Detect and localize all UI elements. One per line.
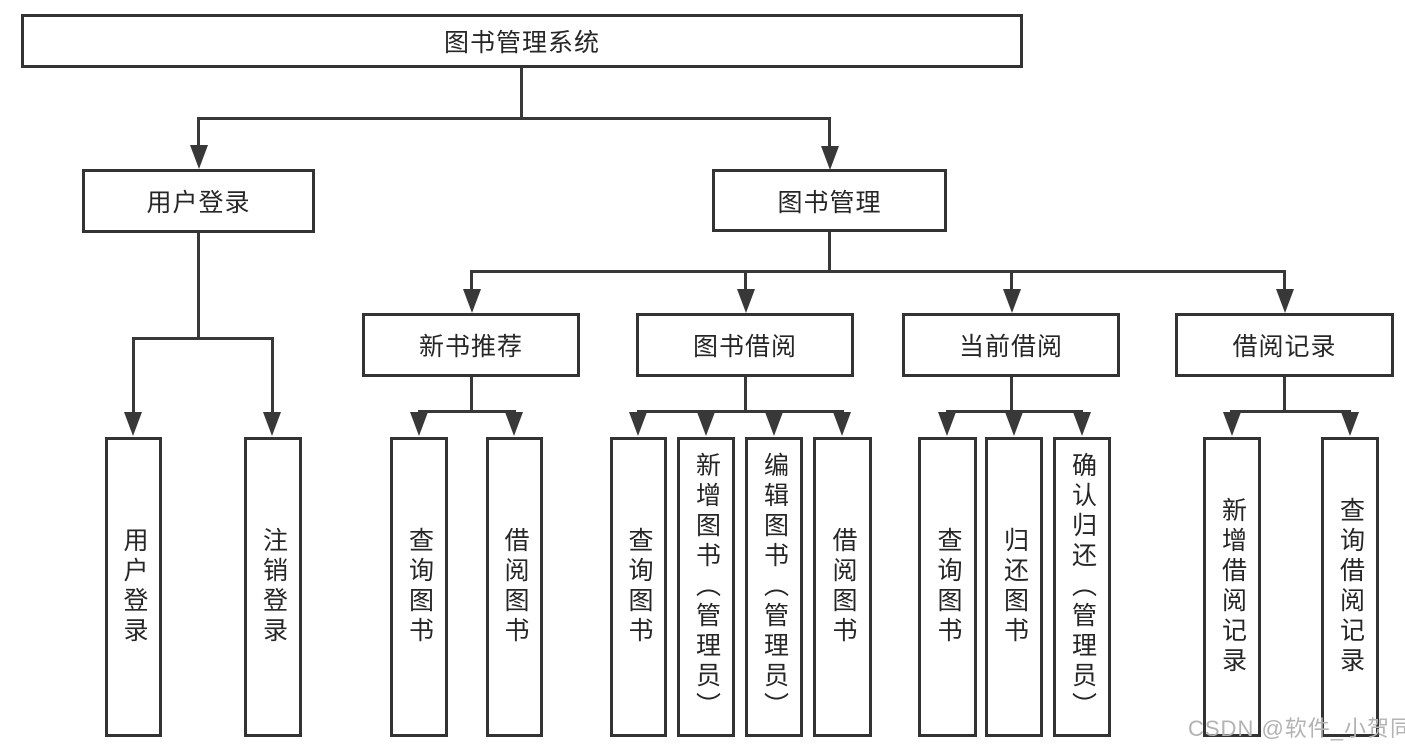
connector-bb-drop — [744, 377, 747, 413]
leaf-cb-query-books-label: 查询图书 — [934, 527, 962, 647]
node-book-borrow-label: 图书借阅 — [692, 333, 797, 361]
leaf-logout-label: 注销登录 — [259, 527, 288, 647]
arrowhead-bb-edit — [765, 412, 783, 436]
leaf-cb-return-books: 归还图书 — [985, 437, 1043, 737]
node-current-borrow-label: 当前借阅 — [958, 333, 1063, 361]
arrowhead-leaf-logout — [263, 412, 281, 436]
arrowhead-nbr-query — [410, 412, 428, 436]
leaf-nbr-query-books-label: 查询图书 — [405, 527, 434, 647]
connector-l3-shaft-4 — [1283, 270, 1286, 291]
arrowhead-bb-query — [629, 412, 647, 436]
leaf-bb-borrow-books: 借阅图书 — [813, 437, 872, 737]
node-book-borrow: 图书借阅 — [636, 313, 854, 377]
leaf-bb-query-books-label: 查询图书 — [625, 527, 653, 647]
leaf-logout: 注销登录 — [244, 437, 302, 737]
arrowhead-new-book-recommend — [463, 289, 481, 313]
arrowhead-br-add — [1223, 412, 1241, 436]
arrowhead-cb-confirm — [1073, 412, 1091, 436]
node-root-label: 图书管理系统 — [443, 29, 600, 57]
arrowhead-bb-add — [697, 412, 715, 436]
leaf-nbr-borrow-books: 借阅图书 — [486, 437, 543, 737]
leaf-nbr-borrow-books-label: 借阅图书 — [501, 527, 529, 647]
arrowhead-current-borrow — [1003, 289, 1021, 313]
leaf-user-login-label: 用户登录 — [120, 527, 148, 647]
connector-bb-branch — [637, 410, 844, 413]
connector-root-right-shaft — [828, 117, 831, 147]
node-user-login: 用户登录 — [82, 169, 315, 233]
connector-l3-shaft-1 — [470, 270, 473, 291]
connector-root-left-shaft — [197, 117, 200, 146]
leaf-cb-confirm-return-admin-label: 确认归还（管理员） — [1068, 452, 1097, 722]
node-current-borrow: 当前借阅 — [902, 313, 1120, 377]
leaf-bb-query-books: 查询图书 — [610, 437, 667, 737]
arrowhead-borrow-records — [1276, 289, 1294, 313]
node-root: 图书管理系统 — [21, 14, 1023, 68]
arrowhead-book-management — [821, 146, 839, 170]
connector-user-login-branch — [132, 337, 274, 340]
connector-user-login-shaft-2 — [271, 337, 274, 413]
node-user-login-label: 用户登录 — [146, 189, 251, 217]
node-book-management: 图书管理 — [712, 169, 947, 232]
connector-br-branch — [1230, 410, 1351, 413]
connector-nbr-branch — [418, 410, 516, 413]
connector-br-drop — [1283, 377, 1286, 413]
leaf-cb-query-books: 查询图书 — [918, 437, 977, 737]
arrowhead-br-query — [1341, 412, 1359, 436]
connector-book-mgmt-branch — [470, 270, 1286, 273]
leaf-br-query-record-label: 查询借阅记录 — [1336, 497, 1365, 677]
node-borrow-records-label: 借阅记录 — [1232, 333, 1337, 361]
connector-l3-shaft-3 — [1010, 270, 1013, 291]
connector-root-branch — [197, 117, 831, 120]
csdn-watermark: CSDN @软件_小贺同学 — [1188, 716, 1405, 741]
connector-user-login-drop — [197, 233, 200, 337]
connector-l3-shaft-2 — [744, 270, 747, 291]
arrowhead-cb-return — [1005, 412, 1023, 436]
arrowhead-nbr-borrow — [505, 412, 523, 436]
leaf-bb-borrow-books-label: 借阅图书 — [829, 527, 857, 647]
connector-root-drop — [520, 68, 523, 119]
leaf-bb-edit-books-admin-label: 编辑图书（管理员） — [760, 452, 789, 722]
leaf-bb-add-books-admin-label: 新增图书（管理员） — [692, 452, 721, 722]
node-borrow-records: 借阅记录 — [1175, 313, 1394, 377]
node-new-book-recommend: 新书推荐 — [362, 313, 580, 377]
connector-book-mgmt-drop — [828, 232, 831, 273]
leaf-br-add-record-label: 新增借阅记录 — [1218, 497, 1247, 677]
arrowhead-bb-borrow — [833, 412, 851, 436]
connector-cb-drop — [1010, 377, 1013, 413]
leaf-cb-confirm-return-admin: 确认归还（管理员） — [1053, 437, 1111, 737]
connector-nbr-drop — [470, 377, 473, 413]
node-book-management-label: 图书管理 — [777, 188, 882, 217]
leaf-bb-add-books-admin: 新增图书（管理员） — [677, 437, 735, 737]
leaf-br-add-record: 新增借阅记录 — [1203, 437, 1261, 737]
node-new-book-recommend-label: 新书推荐 — [418, 333, 523, 361]
arrowhead-leaf-login — [124, 412, 142, 436]
connector-user-login-shaft-1 — [132, 337, 135, 413]
leaf-user-login: 用户登录 — [105, 437, 162, 737]
arrowhead-book-borrow — [737, 289, 755, 313]
arrowhead-user-login — [190, 145, 208, 169]
leaf-br-query-record: 查询借阅记录 — [1321, 437, 1379, 737]
connector-cb-branch — [946, 410, 1083, 413]
leaf-cb-return-books-label: 归还图书 — [1000, 527, 1029, 647]
leaf-nbr-query-books: 查询图书 — [390, 437, 448, 737]
leaf-bb-edit-books-admin: 编辑图书（管理员） — [745, 437, 803, 737]
arrowhead-cb-query — [938, 412, 956, 436]
